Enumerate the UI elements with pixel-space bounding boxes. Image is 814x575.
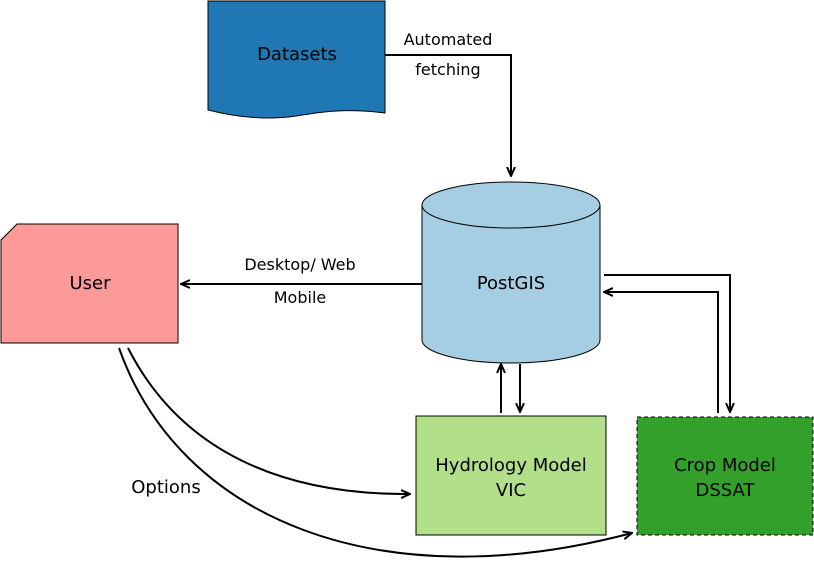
user-to-crop-curve bbox=[118, 347, 632, 558]
options-edge: Options bbox=[118, 347, 632, 558]
options-label: Options bbox=[131, 477, 200, 498]
datasets-to-postgis-arrow bbox=[385, 54, 511, 176]
postgis-cylinder-body bbox=[421, 205, 601, 364]
automated-fetching-edge: Automated fetching bbox=[385, 30, 511, 176]
postgis-node: PostGIS bbox=[421, 181, 601, 364]
user-shape bbox=[0, 223, 179, 344]
user-node: User bbox=[0, 223, 179, 344]
automated-fetching-label-line1: Automated bbox=[404, 30, 493, 49]
hydrology-label-line2: VIC bbox=[496, 480, 526, 501]
user-label: User bbox=[69, 273, 111, 294]
postgis-label: PostGIS bbox=[477, 273, 545, 294]
postgis-to-crop-arrow bbox=[604, 274, 730, 412]
desktop-web-mobile-edge: Desktop/ Web Mobile bbox=[181, 255, 422, 307]
mobile-label: Mobile bbox=[274, 288, 326, 307]
hydrology-label-line1: Hydrology Model bbox=[435, 455, 587, 476]
user-to-hydrology-curve bbox=[127, 347, 410, 494]
postgis-cylinder-top bbox=[421, 181, 601, 229]
crop-box bbox=[636, 416, 814, 536]
automated-fetching-label-line2: fetching bbox=[415, 60, 480, 79]
datasets-shape bbox=[207, 0, 386, 119]
crop-label-line1: Crop Model bbox=[674, 455, 776, 476]
hydrology-node: Hydrology Model VIC bbox=[415, 415, 607, 536]
crop-to-postgis-arrow bbox=[604, 292, 719, 413]
datasets-label: Datasets bbox=[257, 44, 337, 65]
datasets-node: Datasets bbox=[207, 0, 386, 119]
crop-label-line2: DSSAT bbox=[696, 480, 756, 501]
desktop-web-label: Desktop/ Web bbox=[244, 255, 355, 274]
crop-node: Crop Model DSSAT bbox=[636, 416, 814, 536]
hydrology-box bbox=[415, 415, 607, 536]
